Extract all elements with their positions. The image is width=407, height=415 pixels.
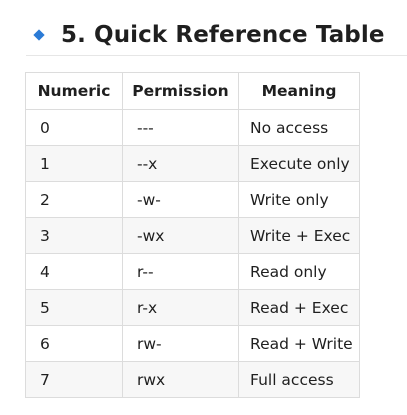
cell-numeric: 6 [25,325,123,362]
cell-meaning: Read + Exec [238,289,360,326]
cell-permission: --- [122,109,239,146]
cell-meaning: Execute only [238,145,360,182]
permissions-reference-table: Numeric Permission Meaning 0 --- No acce… [25,72,360,398]
cell-numeric: 3 [25,217,123,254]
section-heading: 5. Quick Reference Table [26,14,407,56]
table-row: 2 -w- Write only [25,181,360,218]
cell-meaning: Full access [238,361,360,398]
section-title: 5. Quick Reference Table [61,21,385,48]
table-header-row: Numeric Permission Meaning [25,72,360,110]
cell-numeric: 5 [25,289,123,326]
cell-numeric: 0 [25,109,123,146]
cell-meaning: Read + Write [238,325,360,362]
column-header-permission: Permission [122,72,239,110]
cell-permission: rwx [122,361,239,398]
table-row: 5 r-x Read + Exec [25,289,360,326]
column-header-numeric: Numeric [25,72,123,110]
cell-numeric: 1 [25,145,123,182]
cell-permission: r-x [122,289,239,326]
cell-permission: r-- [122,253,239,290]
cell-permission: -wx [122,217,239,254]
cell-permission: --x [122,145,239,182]
column-header-meaning: Meaning [238,72,360,110]
cell-permission: -w- [122,181,239,218]
cell-numeric: 7 [25,361,123,398]
table-row: 0 --- No access [25,109,360,146]
table-row: 1 --x Execute only [25,145,360,182]
cell-permission: rw- [122,325,239,362]
cell-meaning: No access [238,109,360,146]
cell-numeric: 4 [25,253,123,290]
cell-meaning: Write + Exec [238,217,360,254]
cell-meaning: Write only [238,181,360,218]
cell-meaning: Read only [238,253,360,290]
table-row: 7 rwx Full access [25,361,360,398]
cell-numeric: 2 [25,181,123,218]
table-row: 3 -wx Write + Exec [25,217,360,254]
table-row: 4 r-- Read only [25,253,360,290]
diamond-bullet-icon [33,28,45,41]
table-row: 6 rw- Read + Write [25,325,360,362]
